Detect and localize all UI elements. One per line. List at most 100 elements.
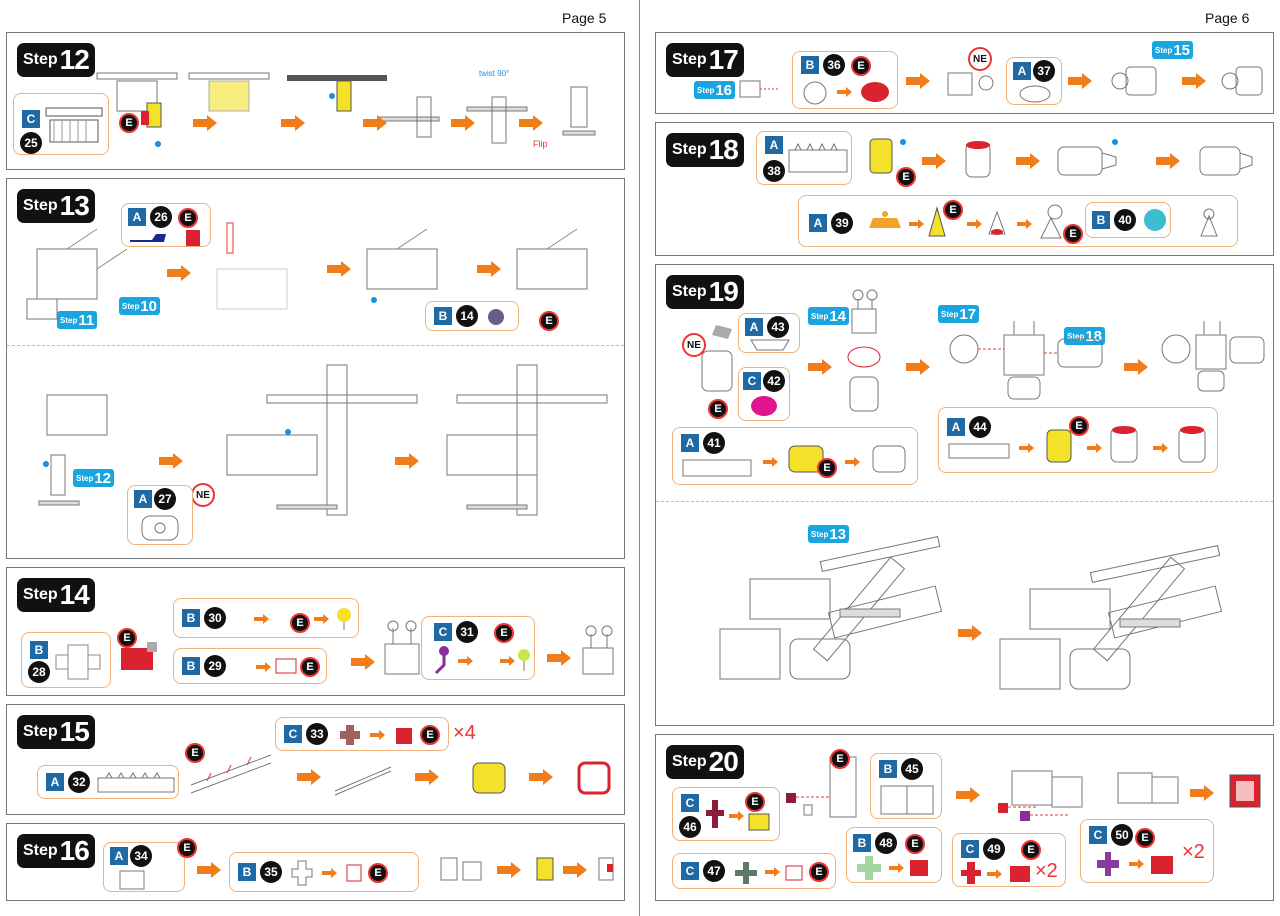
sheet-label: C: [681, 794, 699, 812]
part-39-drawing: [869, 211, 901, 228]
part-number: 46: [679, 816, 701, 838]
part-number: 14: [456, 305, 478, 327]
step-18-cylinder-long-drawing: [1057, 146, 1117, 176]
sheet-label: A: [110, 847, 128, 865]
part-number: 49: [983, 838, 1005, 860]
part-34-drawing: [119, 870, 145, 890]
sheet-label: B: [1092, 211, 1110, 229]
step-18-part-40-result-drawing: [1200, 208, 1218, 237]
step-19-part-44-box: A 44 E: [938, 407, 1218, 473]
e-glue-marker: E: [290, 613, 310, 633]
step-16-module-drawing: [536, 857, 554, 881]
sheet-label: A: [46, 773, 64, 791]
e-glue-marker: E: [177, 838, 197, 858]
part-number: 38: [763, 160, 785, 182]
step-14-part-29-box: B 29 E: [173, 648, 327, 684]
step-17-result-drawing: [1221, 66, 1263, 96]
step-20-part-48-box: B 48 E: [846, 827, 942, 883]
step-13-station-drawing: [38, 364, 608, 516]
step-19-part-43-box: A 43: [738, 313, 800, 353]
part-number: 39: [831, 212, 853, 234]
part-50-folded-drawing: [1151, 856, 1173, 874]
step-13-part-27-box: A 27: [127, 485, 193, 545]
part-35-drawing: [291, 860, 313, 886]
part-number: 42: [763, 370, 785, 392]
e-glue-marker: E: [178, 208, 198, 228]
step-17-part-36-box: B 36 E: [792, 51, 898, 109]
sheet-label: B: [853, 834, 871, 852]
part-44-cylinder-drawing: [1110, 426, 1138, 463]
part-47-folded-drawing: [785, 865, 803, 881]
part-number: 36: [823, 54, 845, 76]
e-glue-marker: E: [1063, 224, 1083, 244]
e-glue-marker: E: [708, 399, 728, 419]
part-32-drawing: [97, 772, 175, 793]
e-glue-marker: E: [830, 749, 850, 769]
part-44-drawing: [948, 443, 1010, 459]
sheet-label: B: [879, 760, 897, 778]
section-divider: [7, 345, 624, 346]
page-5-label: Page 5: [562, 10, 607, 26]
part-46-folded-drawing: [748, 813, 770, 831]
sheet-label: B: [30, 641, 48, 659]
part-14-drawing: [488, 309, 504, 325]
step-18-part-40-box: B 40: [1085, 202, 1171, 238]
part-37-drawing: [1019, 85, 1051, 103]
e-glue-marker: E: [368, 863, 388, 883]
part-39-cone-drawing: [988, 210, 1006, 235]
step-16-result-drawing: [598, 857, 614, 881]
part-number: 35: [260, 861, 282, 883]
ne-marker: NE: [968, 47, 992, 71]
e-glue-marker: E: [494, 623, 514, 643]
part-27-drawing: [141, 515, 179, 541]
sheet-label: A: [128, 208, 146, 226]
step-20-part-45-box: B 45: [870, 753, 942, 819]
step-18-module-drawing: [869, 138, 893, 174]
part-26-drawing: [130, 230, 200, 246]
step-18-part-38-box: A 38: [756, 131, 852, 185]
e-glue-marker: E: [896, 167, 916, 187]
page-6-label: Page 6: [1205, 10, 1250, 26]
sheet-label: C: [681, 862, 699, 880]
step-19-result-drawing: [1161, 321, 1265, 392]
part-44-result-drawing: [1178, 426, 1206, 463]
part-44-rolled-drawing: [1046, 429, 1072, 463]
step-14-part-31-box: C 31 E: [421, 616, 535, 680]
part-number: 48: [875, 832, 897, 854]
part-33-drawing: [340, 725, 360, 745]
sheet-label: B: [238, 863, 256, 881]
part-31-drawing: [434, 646, 449, 675]
step-17-module-drawing: [1111, 66, 1157, 96]
part-33-folded-drawing: [396, 728, 412, 744]
e-glue-marker: E: [119, 113, 139, 133]
e-glue-marker: E: [420, 725, 440, 745]
step-15-result-drawing: [577, 761, 611, 795]
part-number: 45: [901, 758, 923, 780]
part-number: 34: [130, 845, 152, 867]
part-49-drawing: [961, 862, 981, 884]
part-25-drawing: [45, 107, 103, 143]
e-glue-marker: E: [185, 743, 205, 763]
step-20-part-50-box: C 50 E: [1080, 819, 1214, 883]
step-14-assembly-drawing: [384, 620, 420, 675]
part-28-folded-drawing: [121, 642, 157, 670]
part-number: 40: [1114, 209, 1136, 231]
part-number: 44: [969, 416, 991, 438]
part-47-drawing: [735, 862, 757, 884]
step-20-part-49-box: C 49 E ×2: [952, 833, 1066, 887]
glue-point: [371, 297, 377, 303]
step-19-module-drawing: [701, 325, 733, 392]
part-number: 31: [456, 621, 478, 643]
sheet-label: A: [809, 214, 827, 232]
